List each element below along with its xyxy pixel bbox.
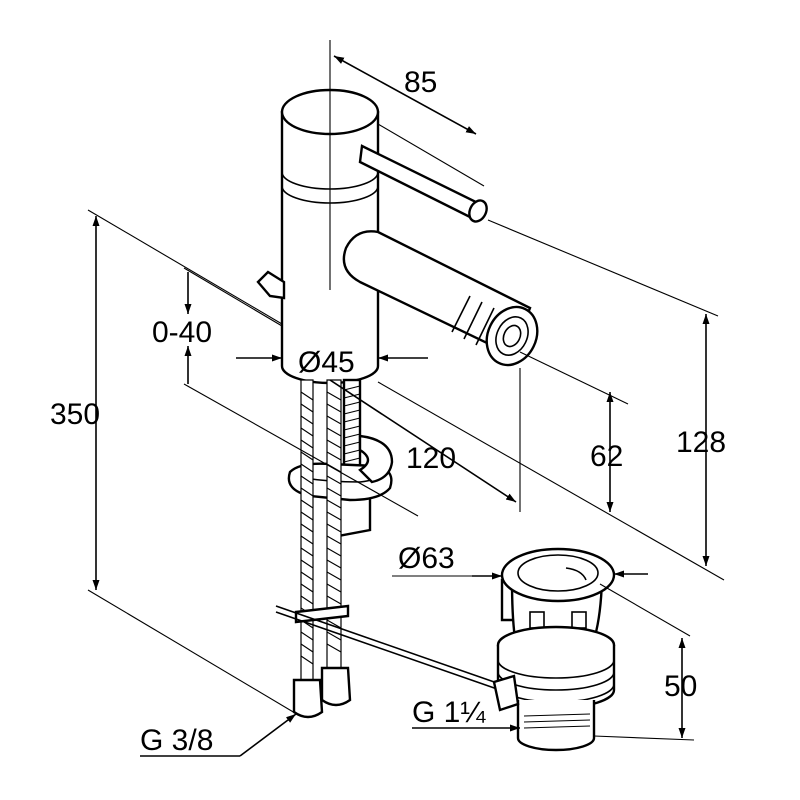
dim-120-label: 120 [406, 442, 456, 475]
dimension-labels: 85 0-40 Ø45 350 120 62 128 Ø63 50 G 3/8 … [50, 66, 726, 757]
dim-85-line [333, 55, 477, 135]
dim-0-40-label: 0-40 [152, 316, 212, 349]
dim-d63-label: Ø63 [398, 542, 455, 575]
spout [342, 230, 539, 367]
dimension-lines [92, 55, 710, 757]
g38-leader [239, 713, 297, 757]
dim-120-line [329, 379, 517, 503]
extension-lines [87, 40, 725, 741]
dim-62-label: 62 [590, 440, 623, 473]
dim-128-label: 128 [676, 426, 726, 459]
popup-rod [275, 605, 501, 691]
supply-hoses [292, 379, 352, 719]
waste-fitting [492, 547, 616, 752]
lever-handle [358, 144, 488, 223]
dim-85-label: 85 [404, 66, 437, 99]
dim-50-label: 50 [664, 670, 697, 703]
waste-thread-label: G 1¼ [412, 696, 486, 729]
popup-rod-knob [256, 270, 286, 300]
dim-350-label: 350 [50, 398, 100, 431]
dim-d45-label: Ø45 [298, 346, 355, 379]
hose-thread-label: G 3/8 [140, 724, 213, 757]
